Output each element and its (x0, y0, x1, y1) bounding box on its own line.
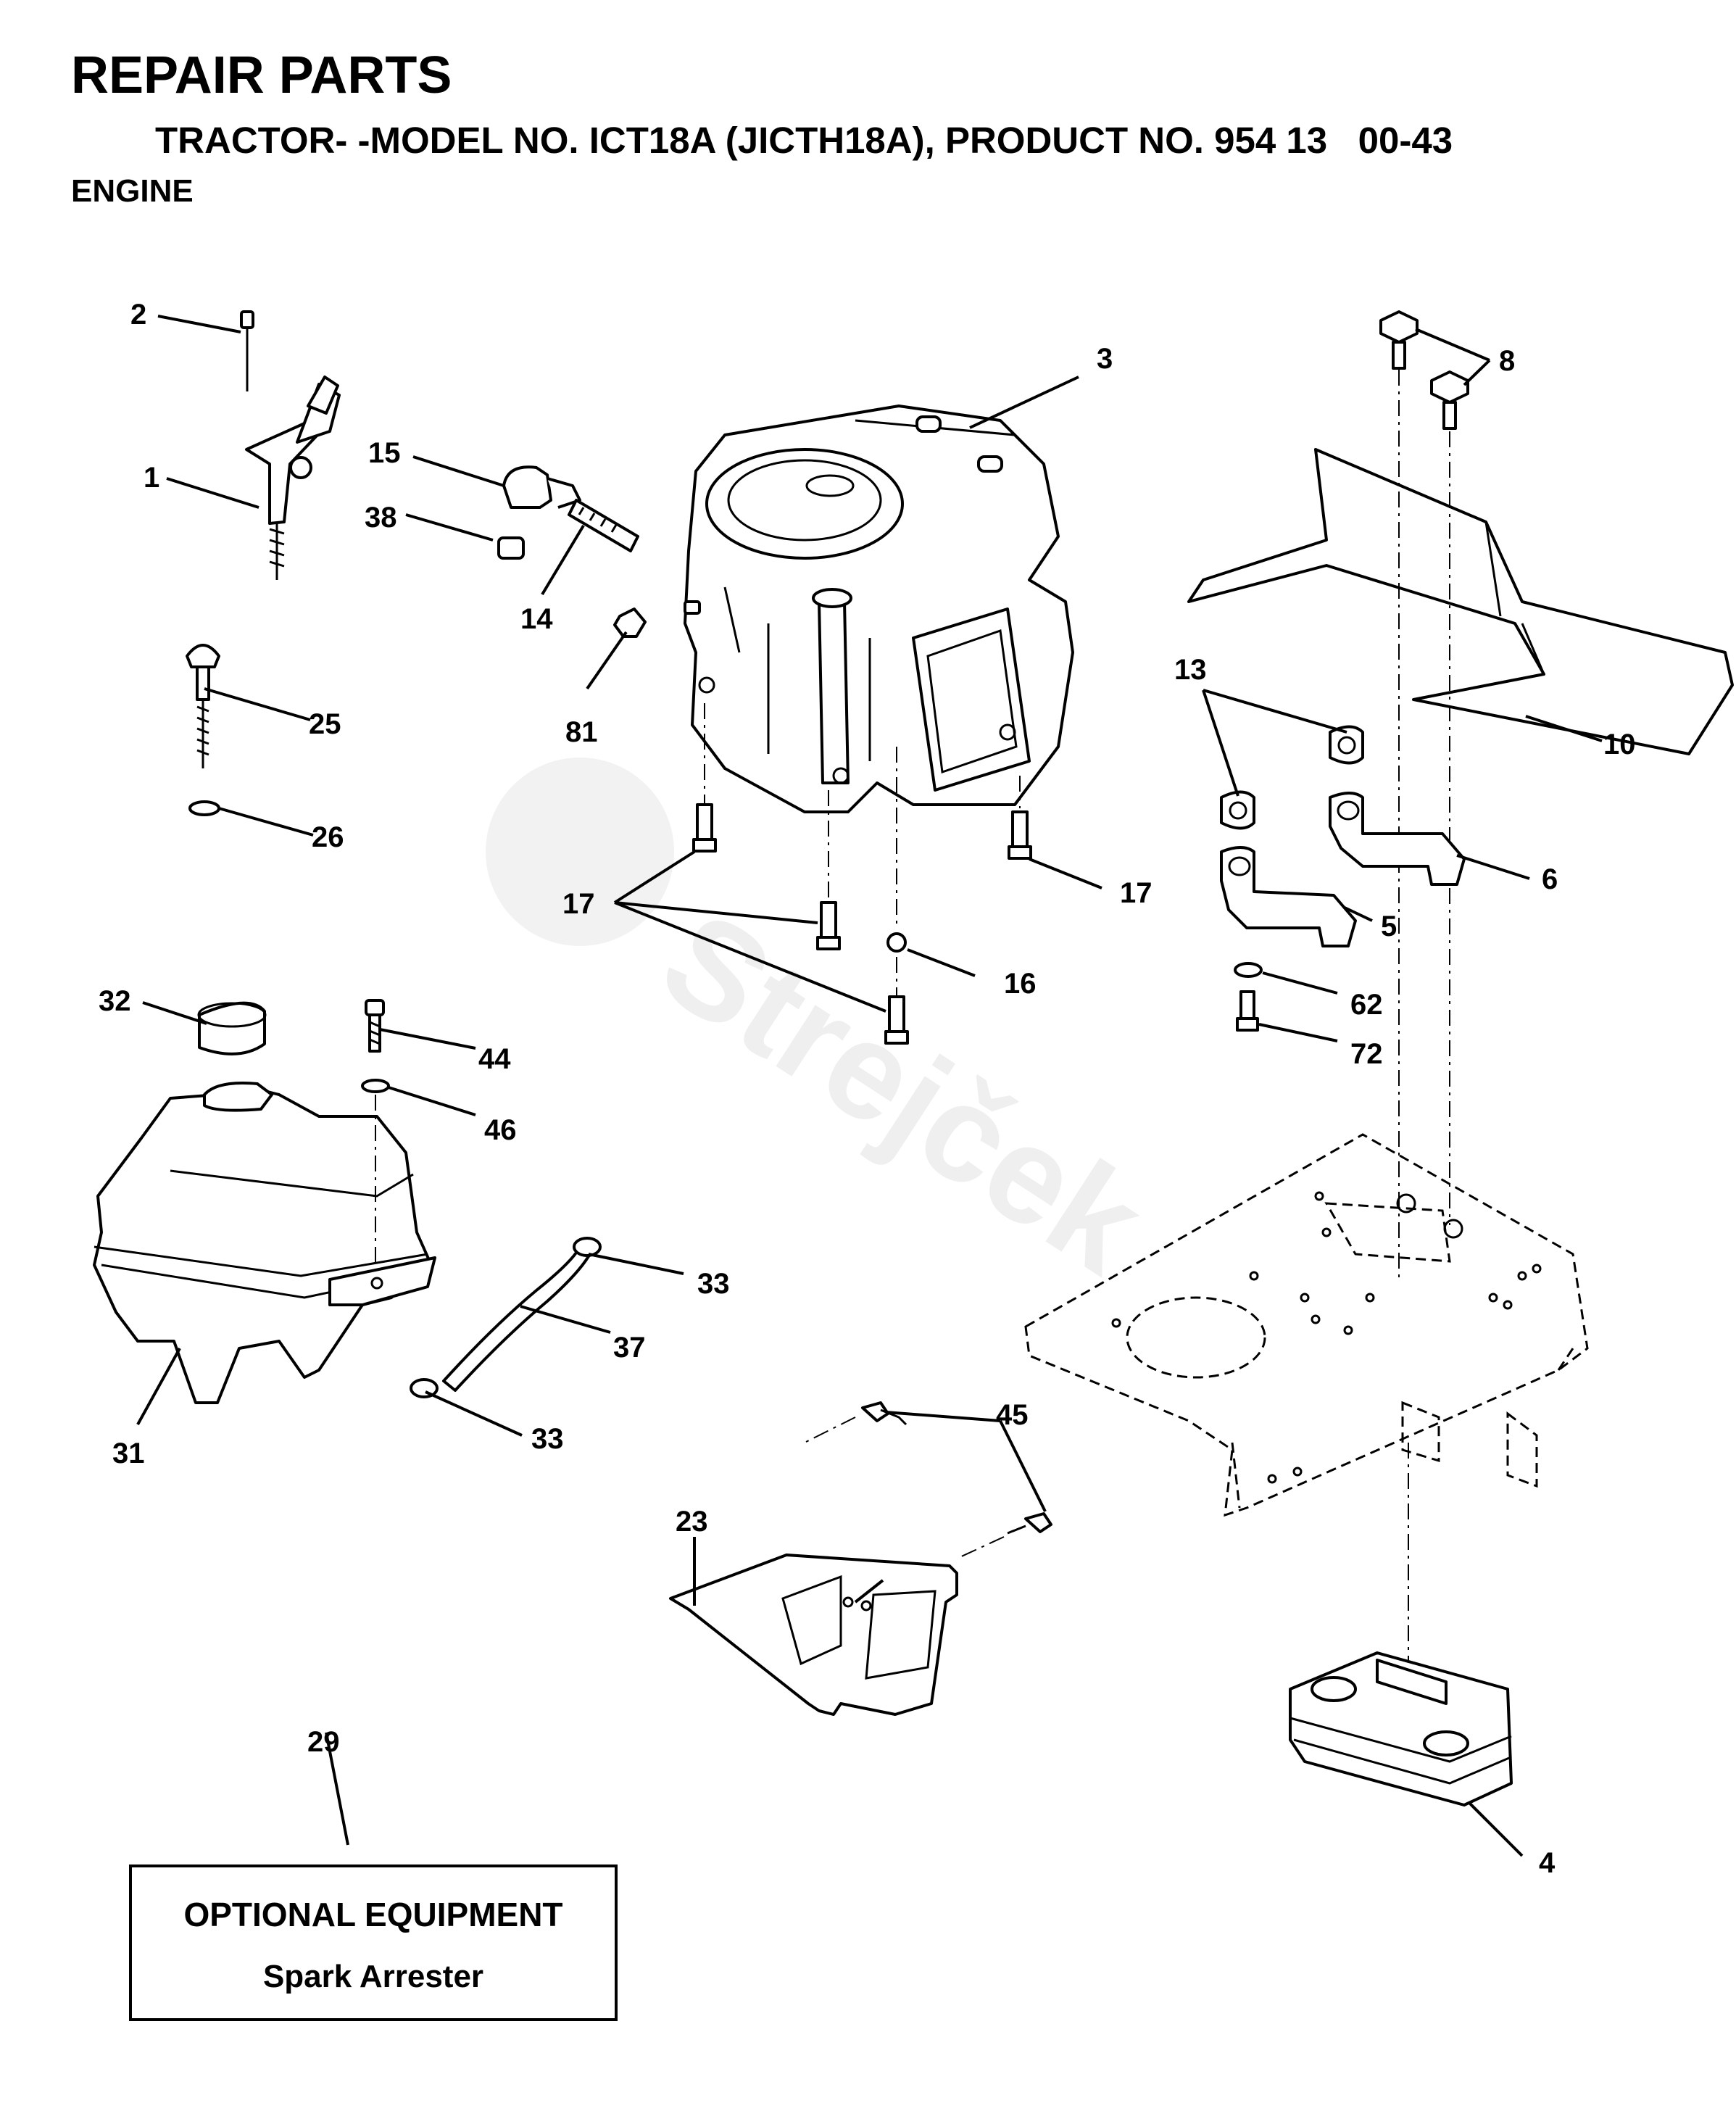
watermark-logo: Strejček (486, 758, 1170, 1303)
callout-13: 13 (1174, 654, 1207, 686)
callout-5: 5 (1381, 911, 1397, 942)
callout-10: 10 (1603, 729, 1636, 760)
callout-46: 46 (484, 1114, 517, 1146)
optional-equipment-title: OPTIONAL EQUIPMENT (183, 1896, 563, 1933)
callout-44: 44 (478, 1043, 511, 1075)
callout-72: 72 (1350, 1038, 1383, 1070)
optional-equipment-item: Spark Arrester (262, 1959, 484, 1994)
callout-6: 6 (1542, 863, 1558, 895)
callout-3: 3 (1097, 343, 1113, 375)
mounting-bracket-part (669, 1401, 1052, 1716)
muffler-part (1289, 1443, 1513, 1807)
section-heading: ENGINE (71, 173, 194, 209)
callout-17-left: 17 (562, 888, 595, 920)
optional-equipment-box: OPTIONAL EQUIPMENT Spark Arrester (129, 1865, 618, 2021)
choke-knob-part (186, 644, 220, 816)
callout-15: 15 (368, 437, 401, 469)
callout-25: 25 (309, 708, 341, 740)
callout-26: 26 (312, 821, 344, 853)
callout-8: 8 (1499, 345, 1515, 377)
callout-29: 29 (307, 1726, 340, 1758)
callout-14: 14 (520, 603, 553, 635)
fuel-fittings-part (497, 465, 701, 638)
callout-17-right: 17 (1120, 877, 1153, 909)
throttle-control-part (240, 310, 341, 580)
callout-33-bottom: 33 (531, 1423, 564, 1455)
chassis-frame-outline (1024, 1133, 1589, 1517)
fuel-tank-part (93, 1001, 436, 1404)
callout-38: 38 (365, 502, 397, 534)
callout-16: 16 (1004, 968, 1037, 1000)
leader-lines (136, 315, 1603, 1857)
callout-33-top: 33 (697, 1268, 730, 1300)
callout-4: 4 (1539, 1847, 1556, 1879)
exhaust-pipes-part (1220, 725, 1466, 1032)
engine-mount-bolts (692, 703, 1032, 1045)
callout-81: 81 (565, 716, 598, 748)
callout-37: 37 (613, 1332, 646, 1364)
fuel-line-part (410, 1237, 602, 1398)
shield-bolts-part (1379, 310, 1469, 1283)
model-subtitle: TRACTOR- -MODEL NO. ICT18A (JICTH18A), P… (155, 120, 1453, 161)
engine-part (684, 405, 1074, 813)
callout-2: 2 (130, 299, 146, 331)
callout-31: 31 (112, 1438, 145, 1469)
callout-62: 62 (1350, 989, 1383, 1021)
page-title: REPAIR PARTS (71, 46, 452, 104)
tank-screw-part (361, 999, 390, 1276)
callout-numbers: 2 1 3 4 5 6 8 10 13 14 15 16 17 17 23 25… (99, 299, 1636, 1879)
callout-23: 23 (676, 1506, 708, 1538)
callout-1: 1 (144, 462, 159, 494)
heat-shield-part (1187, 448, 1734, 755)
callout-32: 32 (99, 985, 131, 1017)
callout-45: 45 (996, 1399, 1029, 1431)
